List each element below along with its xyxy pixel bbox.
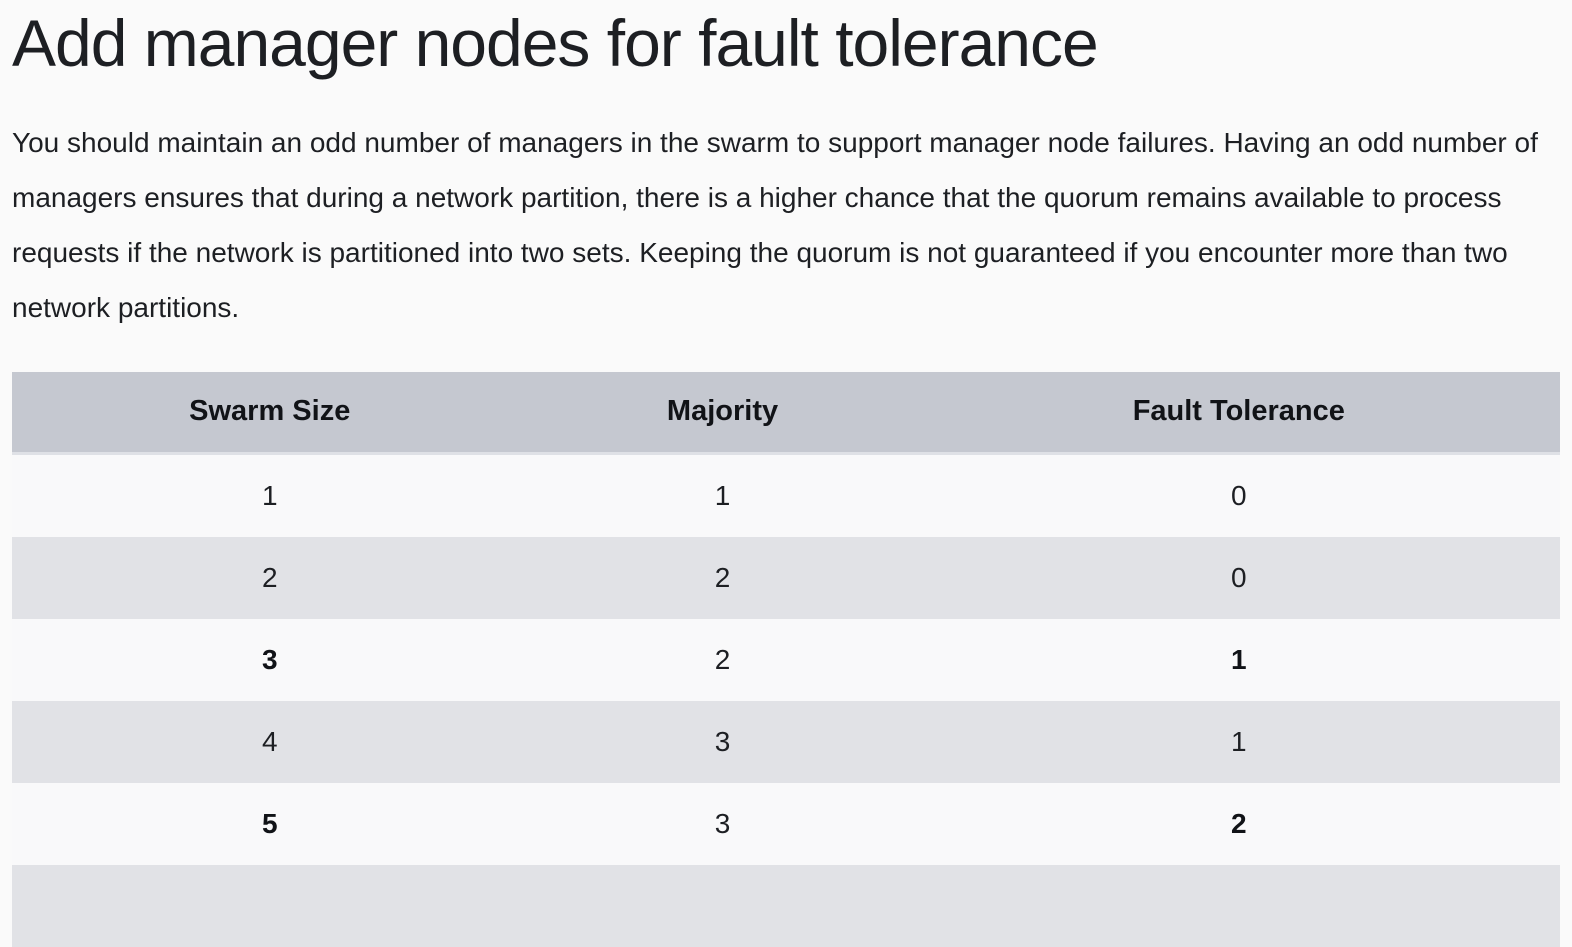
table-cell-swarm-size: 4 [261,725,278,757]
table-row: 5 3 2 [12,782,1560,865]
table-body: 1 1 0 2 2 0 3 2 1 4 3 1 5 3 2 [12,453,1560,947]
table-cell-swarm-size: 1 [261,479,278,511]
column-header-fault-tolerance: Fault Tolerance [917,371,1560,455]
table-header-row: Swarm Size Majority Fault Tolerance [12,371,1560,455]
table-cell-swarm-size: 2 [261,561,278,593]
table-row-partial [12,864,1560,947]
table-cell-fault-tolerance: 1 [1230,725,1247,757]
table-cell-swarm-size [12,865,527,947]
table-cell-swarm-size: 5 [261,807,278,839]
table-cell-swarm-size: 3 [261,643,278,675]
table-cell-majority: 3 [714,725,731,757]
table-cell-fault-tolerance: 0 [1230,479,1247,511]
table-cell-majority: 2 [714,561,731,593]
column-header-majority: Majority [527,371,918,455]
page-title: Add manager nodes for fault tolerance [12,6,1099,80]
table-cell-majority: 3 [714,807,731,839]
table-cell-fault-tolerance: 1 [1230,643,1247,675]
table-cell-majority: 1 [714,479,731,511]
table-cell-fault-tolerance: 0 [1230,561,1247,593]
table-cell-majority [527,865,917,947]
table-row: 4 3 1 [12,700,1560,783]
column-header-swarm-size: Swarm Size [12,371,528,455]
table-row: 3 2 1 [12,618,1560,701]
intro-paragraph: You should maintain an odd number of man… [12,126,1538,323]
table-cell-fault-tolerance: 2 [1230,807,1247,839]
table-row: 2 2 0 [12,536,1560,619]
table-row: 1 1 0 [12,453,1560,537]
table-cell-majority: 2 [714,643,731,675]
table-cell-fault-tolerance [918,865,1560,947]
